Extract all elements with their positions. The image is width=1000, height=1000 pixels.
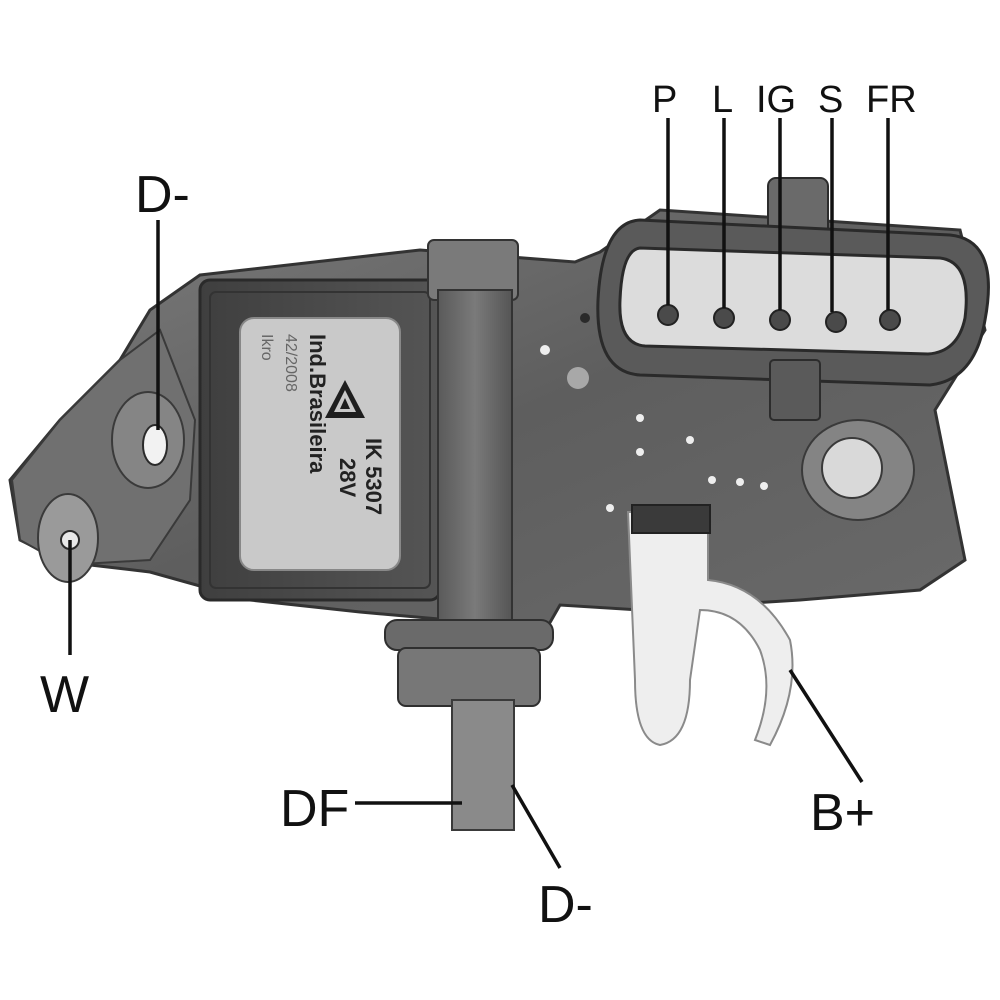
- sticker-code: IK 5307: [361, 438, 386, 515]
- electronics-block: Ikro 42/2008 Ind.Brasileira IK 5307 28V: [198, 278, 442, 602]
- label-s: S: [818, 79, 843, 121]
- label-b-plus: B+: [810, 784, 875, 842]
- label-l: L: [712, 79, 733, 121]
- connector-pin-p: [657, 304, 679, 326]
- label-d-minus-top: D-: [135, 166, 190, 224]
- connector-housing: [596, 177, 990, 421]
- label-d-minus-bottom: D-: [538, 876, 593, 934]
- label-w: W: [40, 666, 89, 724]
- sticker-label: Ikro 42/2008 Ind.Brasileira IK 5307 28V: [239, 317, 401, 571]
- warning-triangle-icon: [325, 380, 365, 418]
- terminal-labels: D- W DF D- B+ P L IG S FR: [40, 79, 917, 934]
- connector-pin-fr: [879, 309, 901, 331]
- brush-carbon: [451, 699, 515, 831]
- sticker-date: 42/2008: [282, 334, 299, 392]
- connector-pin-ig: [769, 309, 791, 331]
- label-df: DF: [280, 780, 349, 838]
- d-minus-mount-hole: [142, 424, 168, 466]
- connector-pin-l: [713, 307, 735, 329]
- connector-pin-s: [825, 311, 847, 333]
- label-p: P: [652, 79, 677, 121]
- label-fr: FR: [866, 79, 917, 121]
- b-plus-terminal: [626, 504, 794, 747]
- sticker-brand: Ikro: [258, 334, 275, 361]
- sticker-voltage: 28V: [335, 458, 360, 497]
- leader-lines: [68, 118, 890, 869]
- b-plus-mount-hole: [821, 437, 883, 499]
- brush-holder: [384, 239, 554, 831]
- plate-details: [540, 313, 915, 521]
- sticker-origin: Ind.Brasileira: [305, 334, 330, 474]
- label-ig: IG: [756, 79, 796, 121]
